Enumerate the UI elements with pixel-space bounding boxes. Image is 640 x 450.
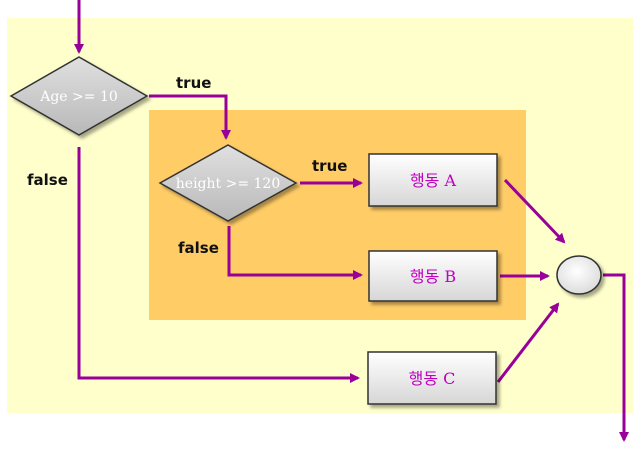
c-to-merge-arrow xyxy=(496,302,560,383)
inner-false-label: false xyxy=(178,239,219,257)
inner-condition-label: height >= 120 xyxy=(176,176,280,192)
inner-condition-diamond: height >= 120 xyxy=(158,144,298,222)
outer-true-arrow xyxy=(149,94,231,140)
outer-false-arrow xyxy=(77,147,360,383)
action-a-label: 행동 A xyxy=(410,171,457,190)
outer-false-label: false xyxy=(27,171,68,189)
action-b-box: 행동 B xyxy=(368,250,498,302)
outer-condition-diamond: Age >= 10 xyxy=(9,56,149,136)
outer-true-label: true xyxy=(176,74,211,92)
outer-condition-label: Age >= 10 xyxy=(39,89,118,105)
action-c-label: 행동 C xyxy=(409,369,456,388)
merge-node xyxy=(556,255,602,295)
exit-arrow xyxy=(603,273,629,442)
a-to-merge-arrow xyxy=(503,178,566,244)
inner-false-arrow xyxy=(227,226,363,280)
action-c-box: 행동 C xyxy=(367,351,497,405)
action-a-box: 행동 A xyxy=(368,153,498,207)
action-b-label: 행동 B xyxy=(410,267,456,286)
inner-true-label: true xyxy=(312,157,347,175)
